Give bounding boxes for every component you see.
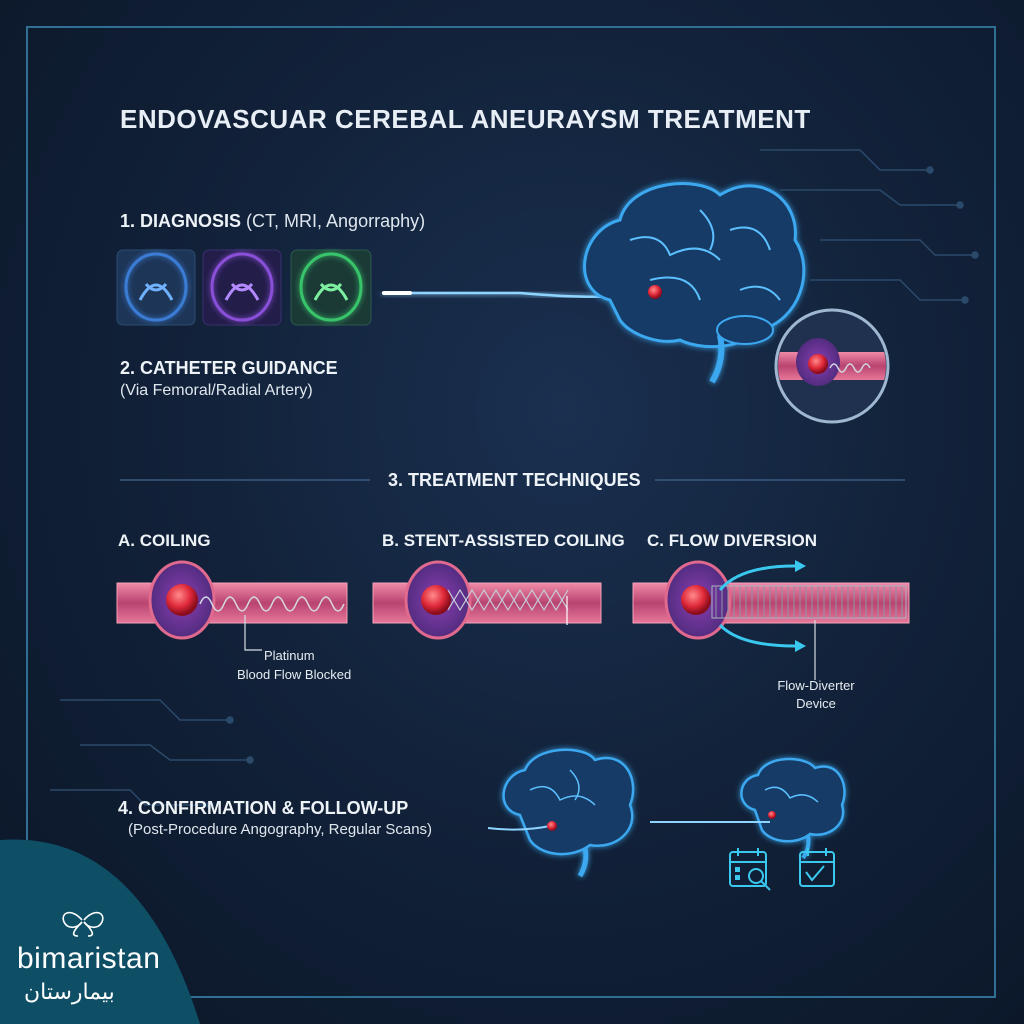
step-diagnosis-label: 1. DIAGNOSIS — [120, 211, 242, 231]
vessel-coiling — [116, 560, 348, 651]
logo-background — [0, 839, 200, 1024]
step-followup-label: 4. CONFIRMATION & FOLLOW-UP — [118, 798, 409, 818]
flow-arrow-top — [718, 564, 796, 591]
followup-brain-left — [502, 748, 635, 878]
vessel-stent-coiling — [372, 560, 602, 640]
step-catheter-detail: (Via Femoral/Radial Artery) — [120, 382, 313, 399]
scan-image-angiography — [290, 249, 372, 326]
outer-frame — [26, 26, 996, 998]
page-title: ENDOVASCUAR CEREBAL ANEURAYSM TREATMENT — [120, 104, 811, 134]
step-techniques-label: 3. TREATMENT TECHNIQUES — [388, 470, 641, 490]
scan-image-mri — [202, 249, 282, 326]
followup-brain-right — [740, 757, 846, 860]
note-flow-diverter: Flow-Diverter — [777, 678, 855, 693]
technique-coiling-label: A. COILING — [118, 531, 211, 550]
note-blood-flow-blocked: Blood Flow Blocked — [237, 667, 352, 682]
butterfly-icon — [62, 911, 104, 937]
step-followup-detail: (Post-Procedure Angography, Regular Scan… — [128, 821, 433, 838]
brain-illustration — [583, 182, 806, 384]
step-diagnosis-detail: (CT, MRI, Angorraphy) — [246, 211, 426, 231]
flow-arrow-bottom — [718, 623, 796, 648]
aneurysm-zoom-circle — [774, 308, 890, 424]
scan-image-ct — [116, 249, 196, 326]
note-platinum: Platinum — [264, 648, 315, 663]
technique-stent-label: B. STENT-ASSISTED COILING — [382, 531, 625, 550]
step-diagnosis: 1. DIAGNOSIS (CT, MRI, Angorraphy) — [120, 211, 425, 232]
circuit-lines-decoration — [50, 149, 979, 809]
logo-arabic: بيمارستان — [24, 980, 115, 1005]
aneurysm-marker — [648, 285, 662, 299]
note-device: Device — [796, 696, 836, 711]
calendar-search-icon — [729, 848, 771, 891]
step-catheter-label: 2. CATHETER GUIDANCE — [120, 358, 338, 378]
vessel-flow-diversion — [632, 560, 910, 680]
logo-wordmark: bimaristan — [17, 942, 161, 975]
followup-wire-left — [487, 825, 551, 831]
technique-flow-diversion-label: C. FLOW DIVERSION — [647, 531, 817, 550]
calendar-check-icon — [799, 848, 835, 887]
